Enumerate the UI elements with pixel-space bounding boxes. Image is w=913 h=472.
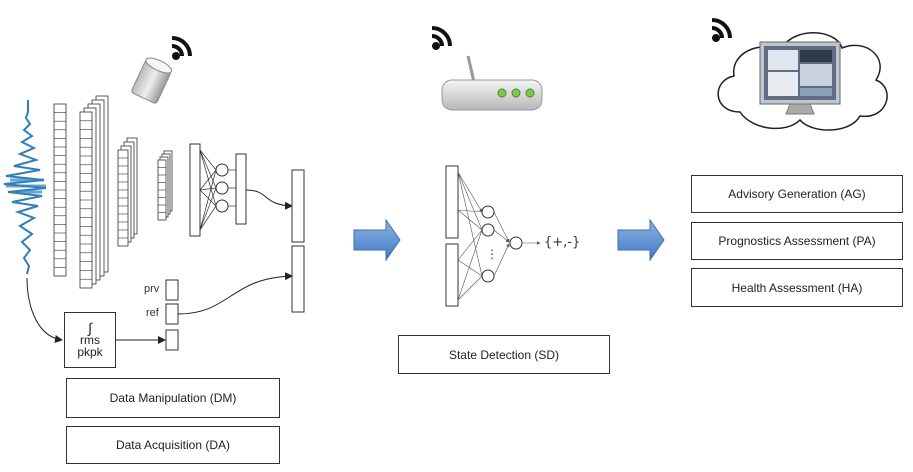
feature-extraction-box: ∫ rms pkpk bbox=[64, 312, 116, 368]
prognostics-assessment-box: Prognostics Assessment (PA) bbox=[691, 222, 903, 260]
data-acquisition-box: Data Acquisition (DA) bbox=[66, 426, 280, 464]
cloud-monitor-icon bbox=[717, 32, 888, 131]
block-arrow-right bbox=[617, 218, 665, 262]
vibration-signal-icon bbox=[3, 100, 47, 275]
block-arrow-left bbox=[353, 218, 401, 262]
pkpk-label: pkpk bbox=[77, 345, 103, 359]
integral-symbol: ∫ bbox=[88, 320, 92, 336]
prv-ref-inputs bbox=[165, 272, 293, 351]
feature-neural-network bbox=[189, 143, 293, 237]
wifi-icon bbox=[171, 36, 192, 60]
accelerometer-sensor-icon bbox=[131, 57, 173, 104]
wifi-icon bbox=[431, 26, 452, 50]
svg-text:⋮: ⋮ bbox=[486, 247, 498, 261]
data-manipulation-box: Data Manipulation (DM) bbox=[66, 378, 280, 418]
advisory-generation-box: Advisory Generation (AG) bbox=[691, 175, 903, 213]
convolutional-network bbox=[53, 95, 173, 289]
health-assessment-box: Health Assessment (HA) bbox=[691, 268, 903, 307]
state-detection-box: State Detection (SD) bbox=[398, 335, 610, 374]
output-set-label: {+,-} bbox=[544, 235, 581, 250]
wifi-icon bbox=[711, 18, 732, 42]
signal-to-features-arrow bbox=[26, 277, 63, 343]
prv-label: prv bbox=[144, 283, 160, 295]
ref-label: ref bbox=[146, 307, 159, 319]
wifi-router-icon bbox=[441, 55, 543, 111]
state-detection-network: ⋮ bbox=[445, 165, 541, 307]
rms-label: rms bbox=[80, 333, 100, 347]
feature-vector bbox=[291, 169, 305, 313]
